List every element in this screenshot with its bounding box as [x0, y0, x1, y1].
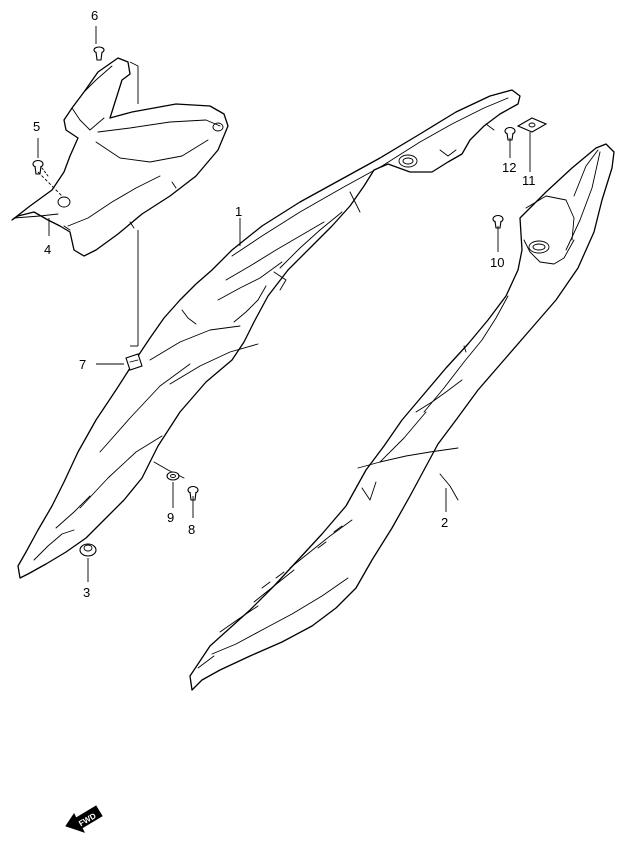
- part-12-screw: [504, 126, 516, 141]
- fwd-marker: FWD: [65, 805, 103, 833]
- part-3-grommet: [79, 543, 97, 557]
- callout-labels: 6 5 4 7 3 9 8 1 2 10 12 11: [33, 8, 536, 600]
- callout-11: 11: [522, 173, 536, 188]
- callout-10: 10: [490, 255, 504, 270]
- part-8-bolt: [187, 485, 199, 501]
- part-5-screw: [32, 159, 49, 177]
- callout-12: 12: [502, 160, 516, 175]
- callout-8: 8: [188, 522, 195, 537]
- callout-1: 1: [235, 204, 242, 219]
- part-2-side-cover: [189, 143, 615, 691]
- part-11-plate: [516, 117, 548, 133]
- part-1-side-cover: [17, 89, 521, 579]
- callout-6: 6: [91, 8, 98, 23]
- callout-5: 5: [33, 119, 40, 134]
- callout-3: 3: [83, 585, 90, 600]
- leader-lines: [37, 26, 531, 582]
- callout-7: 7: [79, 357, 86, 372]
- part-6-screw: [93, 46, 105, 61]
- forward-arrow-icon: [65, 805, 103, 833]
- part-9-washer: [166, 471, 180, 481]
- callout-2: 2: [441, 515, 448, 530]
- part-7-nut: [125, 353, 143, 371]
- part-4-inner-cover: [11, 57, 229, 257]
- callout-9: 9: [167, 510, 174, 525]
- callout-4: 4: [44, 242, 51, 257]
